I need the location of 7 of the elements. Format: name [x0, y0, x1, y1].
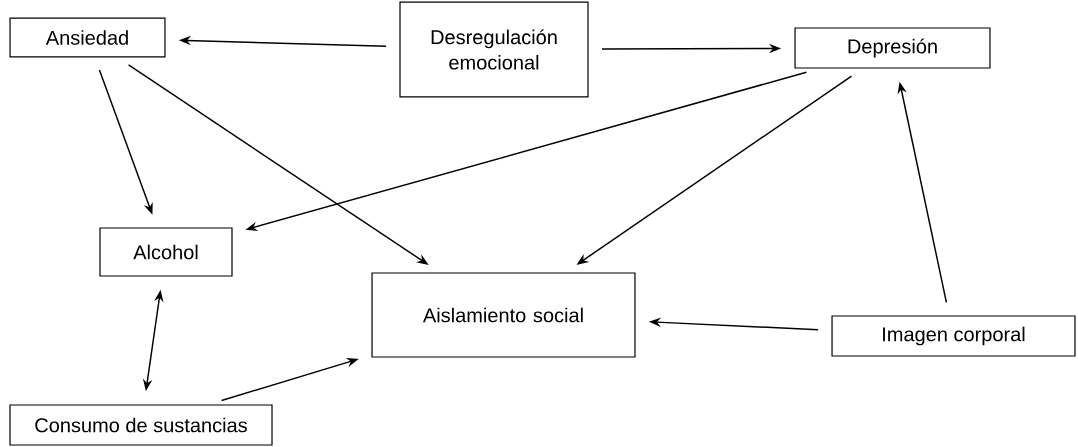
text-box: Alcohol: [99, 227, 233, 277]
text-box: Ansiedad: [9, 17, 166, 58]
text-box: Depresión: [794, 27, 991, 69]
text-box: Desregulación emocional: [399, 1, 589, 98]
text-box: Aislamiento social: [371, 272, 636, 358]
text-box: Imagen corporal: [831, 315, 1076, 357]
text-box: Consumo de sustancias: [9, 404, 273, 446]
